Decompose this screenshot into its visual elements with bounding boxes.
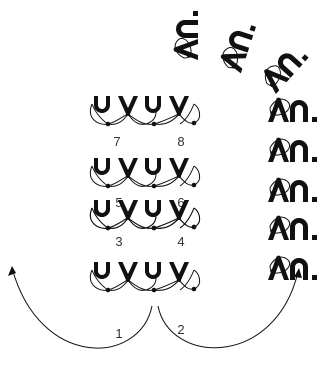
fallen-knot-2 xyxy=(217,18,257,74)
braid-group-1: 7 8 xyxy=(89,95,201,149)
arrow-left-head xyxy=(8,266,16,276)
knot-5 xyxy=(267,255,318,281)
knot-3 xyxy=(267,177,318,203)
braid-group-four: 1 2 xyxy=(89,261,201,341)
arrows xyxy=(8,266,302,349)
arrow-left xyxy=(11,267,153,349)
label-4: 4 xyxy=(177,234,184,249)
fallen-knot-1 xyxy=(173,10,199,61)
label-1: 1 xyxy=(115,326,122,341)
knot-column xyxy=(267,97,318,281)
label-2: 2 xyxy=(177,322,184,337)
braid-group-2: 5 6 xyxy=(89,157,201,210)
fallen-knot-3 xyxy=(257,40,310,95)
knot-2 xyxy=(267,137,318,163)
fallen-knots xyxy=(173,10,310,95)
arrow-right-head xyxy=(294,268,302,278)
label-6: 6 xyxy=(177,195,184,210)
knot-1 xyxy=(267,97,318,123)
label-8: 8 xyxy=(177,134,184,149)
label-3: 3 xyxy=(115,234,122,249)
label-5: 5 xyxy=(115,195,122,210)
arrow-right xyxy=(157,271,299,349)
label-7: 7 xyxy=(113,134,120,149)
knot-4 xyxy=(267,215,318,241)
braid-group-three: 3 4 xyxy=(89,199,201,249)
